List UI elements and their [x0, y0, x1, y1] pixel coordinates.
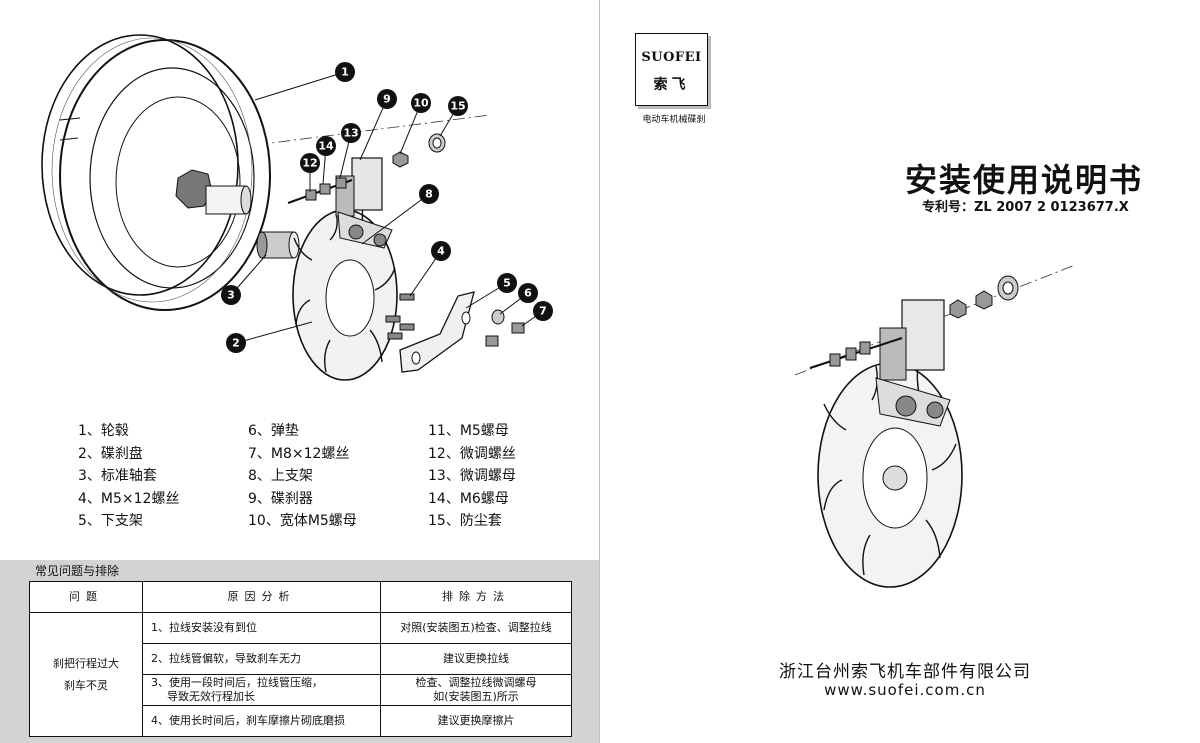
parts-column-1: 1、轮毂 2、碟刹盘 3、标准轴套 4、M5×12螺丝 5、下支架 — [78, 420, 179, 533]
fix-cell: 对照(安装图五)检查、调整拉线 — [380, 612, 572, 644]
part-item: 3、标准轴套 — [78, 468, 157, 484]
hub-wheel — [41, 34, 271, 311]
part-item: 10、宽体M5螺母 — [248, 513, 357, 529]
table-header-row: 问题 原因分析 排除方法 — [29, 581, 572, 613]
callout-13: 13 — [341, 123, 361, 143]
header-fix: 排除方法 — [380, 581, 572, 613]
page-title: 安装使用说明书 — [905, 161, 1144, 199]
callout-4: 4 — [431, 241, 451, 261]
part-item: 14、M6螺母 — [428, 490, 509, 507]
cause-line: 3、使用一段时间后，拉线管压缩， — [151, 676, 323, 689]
patent-number: 专利号：ZL 2007 2 0123677.X — [922, 200, 1129, 215]
hub-nut — [175, 169, 252, 215]
cause-cell: 4、使用长时间后，刹车摩擦片砌底磨损 — [142, 705, 381, 737]
logo-subtitle: 电动车机械碟刹 — [642, 115, 706, 125]
part-item: 12、微调螺丝 — [428, 445, 516, 462]
svg-text:14: 14 — [318, 140, 334, 153]
callout-3: 3 — [221, 285, 241, 305]
fix-cell: 建议更换摩擦片 — [380, 705, 572, 737]
assembled-adjuster — [809, 337, 903, 369]
svg-text:7: 7 — [539, 305, 547, 318]
svg-text:2: 2 — [232, 337, 240, 350]
brake-caliper — [335, 157, 393, 249]
part-item: 4、M5×12螺丝 — [78, 490, 180, 507]
part-item: 11、M5螺母 — [428, 423, 509, 439]
part-item: 1、轮毂 — [78, 423, 129, 439]
assembled-top-nuts — [949, 275, 1019, 319]
part-item: 5、下支架 — [78, 513, 143, 529]
callout-14: 14 — [316, 136, 336, 156]
part-item: 2、碟刹盘 — [78, 445, 143, 462]
callout-9: 9 — [377, 89, 397, 109]
parts-column-2: 6、弹垫 7、M8×12螺丝 8、上支架 9、碟刹器 10、宽体M5螺母 — [248, 420, 357, 533]
callout-12: 12 — [300, 153, 320, 173]
troubleshooting-table: 问题 原因分析 排除方法 刹把行程过大 刹车不灵 1、拉线安装没有到位 对照(安… — [29, 581, 572, 737]
svg-text:9: 9 — [383, 93, 391, 106]
exploded-assembly-diagram: 1 2 3 4 5 6 7 8 9 10 12 13 14 15 — [41, 34, 553, 381]
table-row: 4、使用长时间后，刹车摩擦片砌底磨损 建议更换摩擦片 — [30, 705, 572, 737]
svg-text:13: 13 — [343, 127, 358, 140]
header-problem: 问题 — [29, 581, 143, 613]
page-fold — [599, 0, 600, 743]
fix-line: 如(安装图五)所示 — [433, 690, 519, 703]
svg-text:3: 3 — [227, 289, 235, 302]
callout-10: 10 — [411, 93, 431, 113]
callout-8: 8 — [419, 184, 439, 204]
table-row: 刹把行程过大 刹车不灵 1、拉线安装没有到位 对照(安装图五)检查、调整拉线 — [29, 612, 572, 737]
cause-cell: 2、拉线管偏软，导致刹车无力 — [142, 643, 381, 675]
fix-line: 检查、调整拉线微调螺母 — [415, 676, 537, 689]
troubleshooting-title: 常见问题与排除 — [35, 564, 120, 578]
parts-column-3: 11、M5螺母 12、微调螺丝 13、微调螺母 14、M6螺母 15、防尘套 — [428, 420, 516, 533]
callout-2: 2 — [226, 333, 246, 353]
cause-cell: 1、拉线安装没有到位 — [142, 612, 381, 644]
cause-cell: 3、使用一段时间后，拉线管压缩， 导致无效行程加长 — [142, 674, 381, 706]
svg-text:5: 5 — [503, 277, 511, 290]
callout-1: 1 — [335, 62, 355, 82]
logo-brand-cn: 索飞 — [653, 77, 690, 93]
left-page: 1 2 3 4 5 6 7 8 9 10 12 13 14 15 1、轮毂 2、… — [0, 34, 600, 743]
assembled-brake-diagram — [794, 264, 1076, 588]
fix-cell: 检查、调整拉线微调螺母 如(安装图五)所示 — [380, 674, 572, 706]
svg-text:8: 8 — [425, 188, 433, 201]
svg-text:10: 10 — [413, 97, 429, 110]
part-item: 9、碟刹器 — [248, 490, 313, 507]
company-website[interactable]: www.suofei.com.cn — [824, 681, 986, 699]
fix-cell: 建议更换拉线 — [380, 643, 572, 675]
svg-text:4: 4 — [437, 245, 445, 258]
callout-5: 5 — [497, 273, 517, 293]
part-item: 15、防尘套 — [428, 513, 502, 529]
adjuster-screw-set — [287, 177, 353, 204]
lower-bracket — [399, 291, 475, 373]
problem-cell: 刹把行程过大 刹车不灵 — [29, 612, 143, 737]
problem-line: 刹车不灵 — [64, 678, 108, 692]
problem-line: 刹把行程过大 — [53, 656, 119, 670]
callout-15: 15 — [448, 96, 468, 116]
brand-logo: SUOFEI 索飞 — [635, 33, 708, 106]
top-nuts — [392, 133, 446, 168]
cause-line: 导致无效行程加长 — [167, 690, 255, 703]
svg-text:12: 12 — [302, 157, 317, 170]
washer-and-bolts — [485, 309, 525, 347]
mounting-bolts — [385, 293, 415, 340]
assembled-caliper — [875, 299, 951, 427]
logo-brand-text: SUOFEI — [641, 50, 702, 65]
part-item: 6、弹垫 — [248, 423, 299, 439]
callout-7: 7 — [533, 301, 553, 321]
part-item: 8、上支架 — [248, 468, 313, 484]
svg-text:6: 6 — [524, 287, 532, 300]
svg-text:1: 1 — [341, 66, 349, 79]
axle-bushing — [256, 231, 300, 259]
company-name: 浙江台州索飞机车部件有限公司 — [779, 662, 1031, 682]
part-item: 13、微调螺母 — [428, 468, 516, 484]
part-item: 7、M8×12螺丝 — [248, 445, 350, 462]
header-cause: 原因分析 — [142, 581, 381, 613]
callout-6: 6 — [518, 283, 538, 303]
svg-text:15: 15 — [450, 100, 465, 113]
